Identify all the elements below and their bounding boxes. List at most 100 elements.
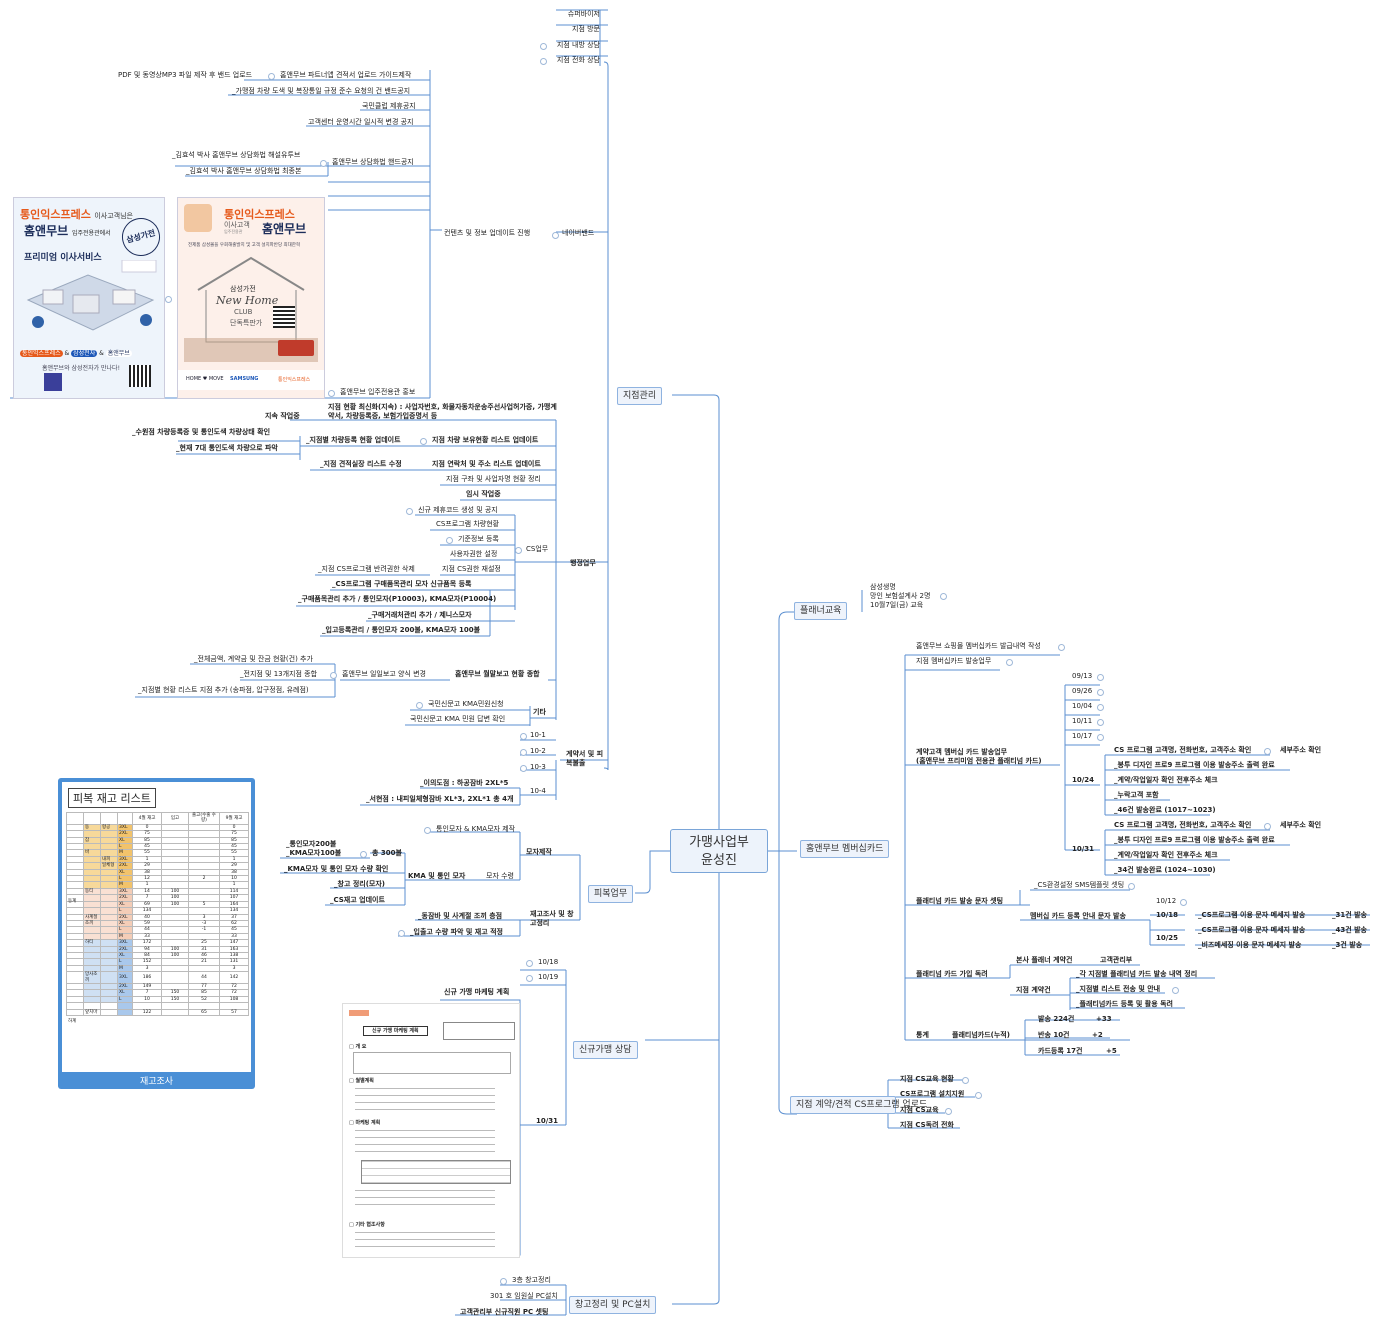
plus-icon[interactable] [330,672,337,679]
central-topic[interactable]: 가맹사업부 윤성진 [670,829,768,873]
topic-marketing-plan[interactable]: 신규 가맹 마케팅 계획 [444,988,510,996]
plus-icon[interactable] [975,1092,982,1099]
plus-icon[interactable] [945,1108,952,1115]
plus-icon[interactable] [406,508,413,515]
topic-report-amount[interactable]: _전체금액, 계약금 및 잔금 현황(건) 추가 [194,655,313,663]
topic-contract-sub2[interactable]: _서현점 : 내피일체형잠바 XL*3, 2XL*1 총 4개 [366,795,514,803]
topic-sms-count-2[interactable]: _43건 발송 [1332,926,1367,934]
topic-sms-date-1025[interactable]: 10/25 [1156,934,1179,942]
topic-content-update[interactable]: 컨텐츠 및 정보 업데이트 진행 [444,229,531,237]
branch-pibok[interactable]: 피복업무 [588,885,634,903]
topic-stock-count[interactable]: _동잠바 및 사계절 조끼 층점 [418,912,503,920]
topic-report-sub[interactable]: 홈앤무브 일일보고 양식 변경 [342,670,426,678]
plus-icon[interactable] [540,43,547,50]
topic-1031-check[interactable]: _계약/작업일자 확인 전후주소 체크 [1114,851,1218,859]
topic-naver-band[interactable]: 네이버밴드 [562,229,595,237]
topic-report-branch[interactable]: _지점별 현황 리스트 지점 추가 (송파점, 압구정점, 유례점) [138,686,309,694]
topic-cs-install[interactable]: CS프로그램 설치지원 [900,1090,965,1098]
topic-sms-cs-1[interactable]: _CS프로그램 이용 문자 메세지 발송 [1198,911,1306,919]
topic-contract[interactable]: 계약서 및 피복불출 [566,750,604,767]
topic-cs-vendor[interactable]: _구매거래처관리 추가 / 제니스모자 [368,611,472,619]
topic-join-list[interactable]: _각 지점별 플래티넘 카드 발송 내역 정리 [1076,970,1198,978]
topic-join-encourage[interactable]: _플래티넘카드 등록 및 활용 독려 [1076,1000,1173,1008]
plus-icon[interactable] [446,537,453,544]
plus-icon[interactable] [552,232,559,239]
topic-changgo-newpc[interactable]: 고객관리부 신규직원 PC 셋팅 [460,1308,549,1316]
topic-1024-envelope[interactable]: _봉투 디자인 프로9 프로그램 이용 발송주소 출력 완료 [1114,761,1275,769]
topic-moja-sub[interactable]: KMA 및 통인 모자 [408,872,466,880]
topic-join[interactable]: 플래티넘 카드 가입 독려 [916,970,988,978]
topic-cs-permission[interactable]: 사용자권한 설정 [450,550,498,558]
topic-stats-return[interactable]: 반송 10건 [1038,1031,1070,1039]
topic-sms-count-3[interactable]: _3건 발송 [1332,941,1363,949]
topic-visit[interactable]: 지점 방문 [572,25,600,33]
topic-moja-warehouse[interactable]: _창고 정리(모자) [334,880,385,888]
branch-sinkyu[interactable]: 신규가맹 상담 [573,1041,638,1059]
plus-icon[interactable] [1097,734,1104,741]
topic-sms-date-1012[interactable]: 10/12 [1156,897,1177,905]
topic-stats-registered-delta[interactable]: +5 [1106,1047,1117,1055]
topic-cs-reset[interactable]: 지점 CS권한 재설정 [442,565,501,573]
topic-notice-club[interactable]: 국민클럽 제휴공지 [362,102,416,110]
plus-icon[interactable] [424,827,431,834]
plus-icon[interactable] [1097,674,1104,681]
topic-1024-check[interactable]: _계약/작업일자 확인 전후주소 체크 [1114,776,1218,784]
topic-date-1004[interactable]: 10/04 [1072,702,1093,710]
topic-cs-edu-status[interactable]: 지점 CS교육 현황 [900,1075,954,1083]
topic-moja-cs[interactable]: _CS재고 업데이트 [330,896,385,904]
plus-icon[interactable] [398,930,405,937]
plus-icon[interactable] [165,296,172,303]
topic-1024-missing[interactable]: _누락고객 포함 [1114,791,1159,799]
plus-icon[interactable] [320,160,327,167]
topic-promo[interactable]: 홈앤무브 입주전용관 홍보 [340,388,416,396]
topic-sms-date-1018[interactable]: 10/18 [1156,911,1179,919]
topic-handbook-final[interactable]: _김효석 박사 홈앤무브 상담화법 최종본 [186,167,302,175]
topic-stats[interactable]: 통계 [916,1031,929,1039]
topic-shopmall-card[interactable]: 홈앤무브 쇼핑몰 멤버십카드 발급내역 작성 [916,642,1041,650]
plus-icon[interactable] [1097,704,1104,711]
topic-join-hq-dept[interactable]: 고객관리부 [1100,956,1133,964]
topic-cs-code[interactable]: 신규 제휴코드 생성 및 공지 [418,506,498,514]
topic-planner-text[interactable]: 삼성생명 망인 보험설계사 2명 10월7일(금) 교육 [870,583,931,609]
topic-cs[interactable]: CS업무 [526,545,549,553]
topic-kma-answer[interactable]: 국민신문고 KMA 민원 답변 확인 [410,715,506,723]
topic-moja-check[interactable]: _KMA모자 및 통인 모자 수량 확인 [284,865,389,873]
plus-icon[interactable] [420,438,427,445]
topic-supervisor[interactable]: 슈퍼바이저 [567,10,600,18]
branch-planner[interactable]: 플래너교육 [794,602,848,620]
topic-stock-io[interactable]: _입출고 수량 파악 및 재고 적정 [410,928,503,936]
topic-changgo-pc301[interactable]: 301 호 임원실 PC설치 [490,1292,558,1300]
topic-1031-envelope[interactable]: _봉투 디자인 프로9 프로그램 이용 발송주소 출력 완료 [1114,836,1275,844]
topic-1024-cs[interactable]: CS 프로그램 고객명, 전화번호, 고객주소 확인 [1114,746,1252,754]
topic-sms[interactable]: 플래티넘 카드 발송 문자 셋팅 [916,897,1004,905]
topic-changgo-floor3[interactable]: 3층 창고정리 [512,1276,551,1284]
topic-contract-date-4[interactable]: 10-4 [530,787,546,795]
topic-stats-sent-delta[interactable]: +33 [1096,1015,1112,1023]
topic-stats-sent[interactable]: 발송 224건 [1038,1015,1075,1023]
topic-cs-standard[interactable]: 기준정보 등록 [458,535,499,543]
topic-moja-qty[interactable]: _통인모자200불 _KMA모자100불 [286,840,342,857]
topic-report[interactable]: 홈앤무브 월말보고 현황 종합 [455,670,540,678]
topic-vehicle-sub[interactable]: _지점별 차량등록 현황 업데이트 [306,436,401,444]
plus-icon[interactable] [1097,689,1104,696]
plus-icon[interactable] [1172,987,1179,994]
topic-join-hq[interactable]: 본사 플래너 계약건 [1016,956,1073,964]
topic-contact-list[interactable]: 지점 연락처 및 주소 리스트 업데이트 [432,460,541,468]
topic-gita[interactable]: 기타 [533,708,546,716]
topic-date-0913[interactable]: 09/13 [1072,672,1093,680]
topic-join-branch[interactable]: 지점 계약건 [1016,986,1051,994]
plus-icon[interactable] [416,702,423,709]
topic-imsi[interactable]: 임시 작업중 [466,490,501,498]
topic-cs-stock-in[interactable]: _입고등록관리 / 통인모자 200불, KMA모자 100불 [322,626,481,634]
topic-date-1017[interactable]: 10/17 [1072,732,1093,740]
topic-moja[interactable]: 모자제작 [526,848,552,856]
plus-icon[interactable] [1058,644,1065,651]
topic-contract-sub1[interactable]: _이의도점 : 하공잠바 2XL*5 [420,779,509,787]
topic-jisok-text[interactable]: 지점 현황 최신화(지속) : 사업자번호, 화물자동차운송주선사업허가증, 가… [328,403,557,420]
topic-1031-done[interactable]: _34건 발송완료 (1024~1030) [1114,866,1216,874]
plus-icon[interactable] [1264,748,1271,755]
plus-icon[interactable] [515,547,522,554]
plus-icon[interactable] [328,390,335,397]
topic-join-send[interactable]: _지점별 리스트 전송 및 안내 [1076,985,1161,993]
topic-report-all[interactable]: _전지점 및 13개지점 종합 [240,670,318,678]
